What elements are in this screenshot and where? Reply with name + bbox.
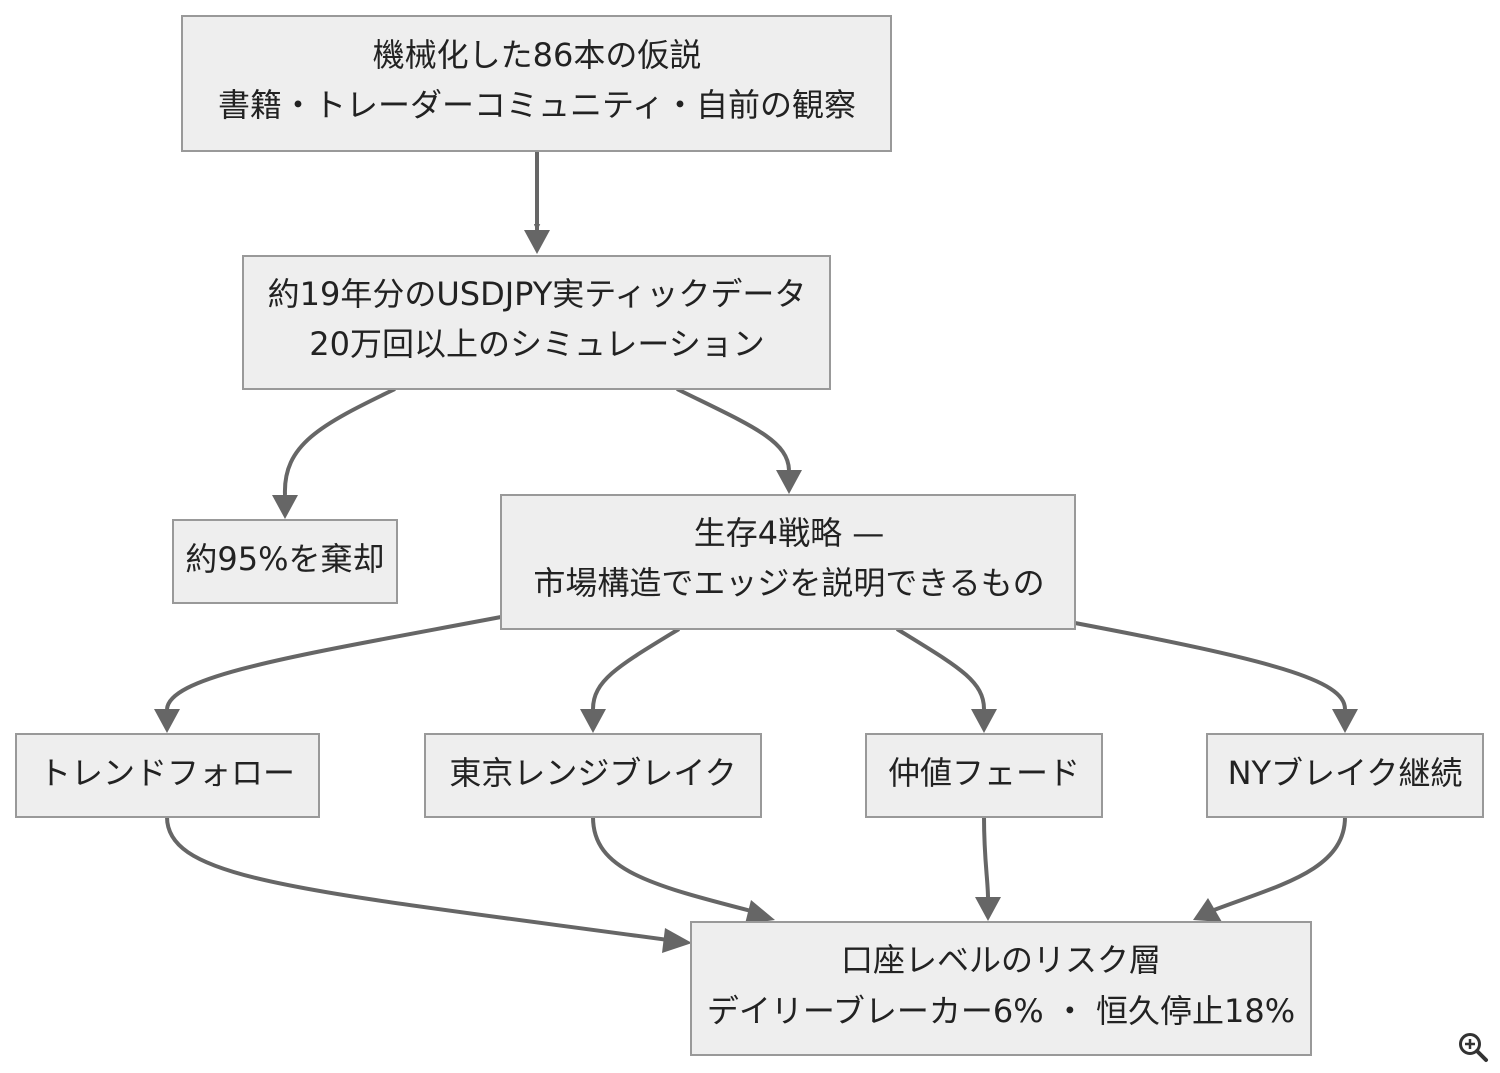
node-hypotheses: 機械化した86本の仮説 書籍・トレーダーコミュニティ・自前の観察 [181, 15, 892, 152]
node-risk-layer: 口座レベルのリスク層 デイリーブレーカー6% ・ 恒久停止18% [690, 921, 1312, 1056]
node-hypotheses-line2: 書籍・トレーダーコミュニティ・自前の観察 [218, 86, 856, 124]
node-ny-break-label: NYブレイク継続 [1228, 754, 1463, 792]
node-tickdata: 約19年分のUSDJPY実ティックデータ 20万回以上のシミュレーション [242, 255, 831, 390]
node-risk-layer-line1: 口座レベルのリスク層 [841, 941, 1161, 979]
node-tokyo-range-break-label: 東京レンジブレイク [449, 754, 736, 792]
edge-survivors-to-ny [1074, 621, 1347, 710]
node-survivors: 生存4戦略 — 市場構造でエッジを説明できるもの [500, 494, 1076, 630]
arrowhead-ny [1332, 709, 1358, 733]
edge-tickdata-to-discarded [282, 387, 396, 496]
edge-survivors-to-tokyo [591, 627, 681, 710]
edge-survivors-to-nakane [895, 627, 986, 710]
node-survivors-line1: 生存4戦略 — [694, 514, 885, 552]
node-risk-layer-line2: デイリーブレーカー6% ・ 恒久停止18% [707, 992, 1295, 1030]
arrowhead-trend [154, 709, 180, 733]
edge-nakane-to-risk [982, 816, 990, 899]
arrowhead-risk-from-ny [1193, 898, 1222, 922]
arrowhead-discarded [272, 495, 298, 519]
arrowhead-risk-from-trend [662, 928, 692, 953]
node-trend-follow: トレンドフォロー [15, 733, 320, 818]
node-tokyo-range-break: 東京レンジブレイク [424, 733, 762, 818]
edge-trend-to-risk [165, 816, 669, 942]
node-hypotheses-line1: 機械化した86本の仮説 [373, 36, 702, 74]
node-trend-follow-label: トレンドフォロー [39, 754, 295, 792]
arrowhead-risk-from-nakane [975, 897, 1001, 921]
node-discarded: 約95%を棄却 [172, 519, 398, 604]
node-tickdata-line2: 20万回以上のシミュレーション [309, 325, 764, 363]
edge-survivors-to-trend [165, 615, 502, 710]
node-nakane-fade: 仲値フェード [865, 733, 1103, 818]
zoom-in-icon[interactable] [1456, 1030, 1490, 1064]
arrowhead-tokyo [580, 709, 606, 733]
edge-tickdata-to-survivors [676, 387, 791, 471]
edge-ny-to-risk [1213, 816, 1347, 912]
arrowhead-nakane [971, 709, 997, 733]
edges [154, 151, 1358, 953]
node-discarded-line1: 約95%を棄却 [185, 540, 384, 578]
node-tickdata-line1: 約19年分のUSDJPY実ティックデータ [268, 275, 807, 313]
node-survivors-line2: 市場構造でエッジを説明できるもの [533, 564, 1044, 602]
arrowhead-survivors [776, 470, 802, 494]
arrowhead-tickdata [524, 230, 550, 254]
node-ny-break: NYブレイク継続 [1206, 733, 1484, 818]
arrowhead-risk-from-tokyo [745, 900, 775, 924]
node-nakane-fade-label: 仲値フェード [888, 754, 1080, 792]
edge-tokyo-to-risk [591, 816, 756, 914]
